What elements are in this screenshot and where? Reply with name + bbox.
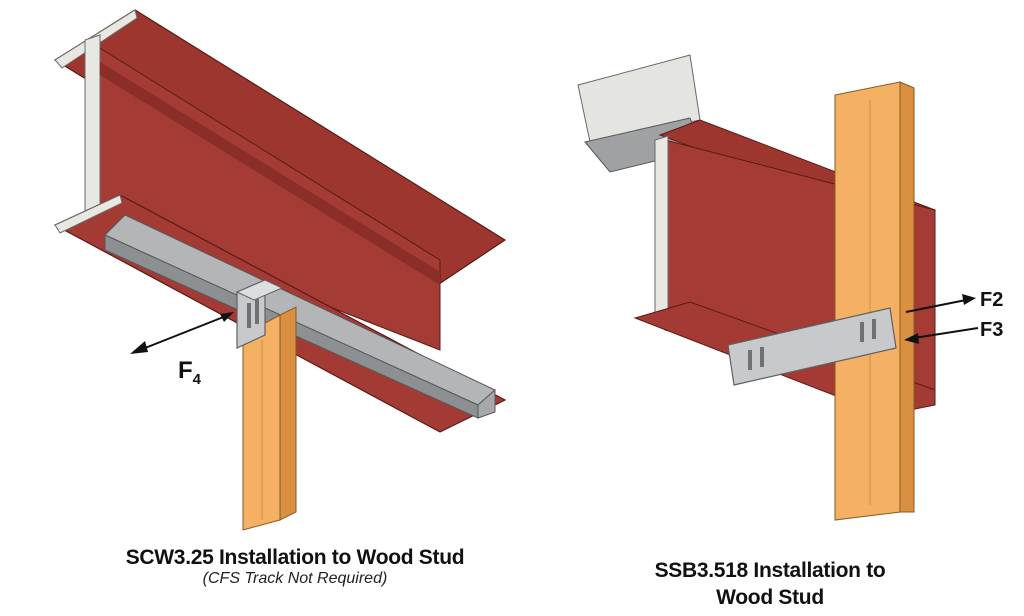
left-beam-web-cut <box>84 34 101 231</box>
left-caption: SCW3.25 Installation to Wood Stud (CFS T… <box>60 546 530 588</box>
force-label-f4: F4 <box>178 357 202 388</box>
left-clip-slot <box>247 303 251 328</box>
right-strap-slot <box>760 347 764 367</box>
right-force-arrowhead-f2 <box>962 294 976 305</box>
left-clip-slot <box>255 299 259 324</box>
left-figure: F4 <box>53 9 507 531</box>
left-clip-top <box>235 279 284 301</box>
right-beam-web-cut <box>654 135 669 325</box>
left-force-arrowhead <box>220 312 234 322</box>
right-figure: F2 F3 <box>577 54 1003 521</box>
force-label-f4-sub: 4 <box>193 371 202 388</box>
right-strap <box>727 307 897 386</box>
right-caption-title-line1: SSB3.518 Installation to <box>654 559 886 582</box>
right-caption-title-line2: Wood Stud <box>716 586 824 609</box>
right-strap-slot <box>860 322 864 342</box>
right-force-arrowhead-f3 <box>904 333 919 344</box>
right-caption: SSB3.518 Installation to Wood Stud <box>590 557 950 611</box>
left-beam-shade <box>100 62 440 285</box>
right-wood-stud-side <box>899 81 915 513</box>
force-label-f2: F2 <box>980 289 1003 311</box>
force-label-f3: F3 <box>980 319 1003 341</box>
left-beam-bottom-edge <box>54 194 123 234</box>
left-track-end <box>477 388 496 419</box>
left-caption-title: SCW3.25 Installation to Wood Stud <box>125 546 465 569</box>
right-wood-stud-front <box>834 81 901 521</box>
left-wood-stud-side <box>279 306 297 521</box>
right-strap-slot <box>748 350 752 370</box>
right-force-arrow-f3 <box>913 327 979 339</box>
right-strap-slot <box>872 319 876 339</box>
left-caption-note: (CFS Track Not Required) <box>202 570 388 587</box>
right-force-arrow-f2 <box>905 299 967 313</box>
left-force-arrow <box>139 315 227 351</box>
left-force-arrowhead <box>130 341 148 354</box>
